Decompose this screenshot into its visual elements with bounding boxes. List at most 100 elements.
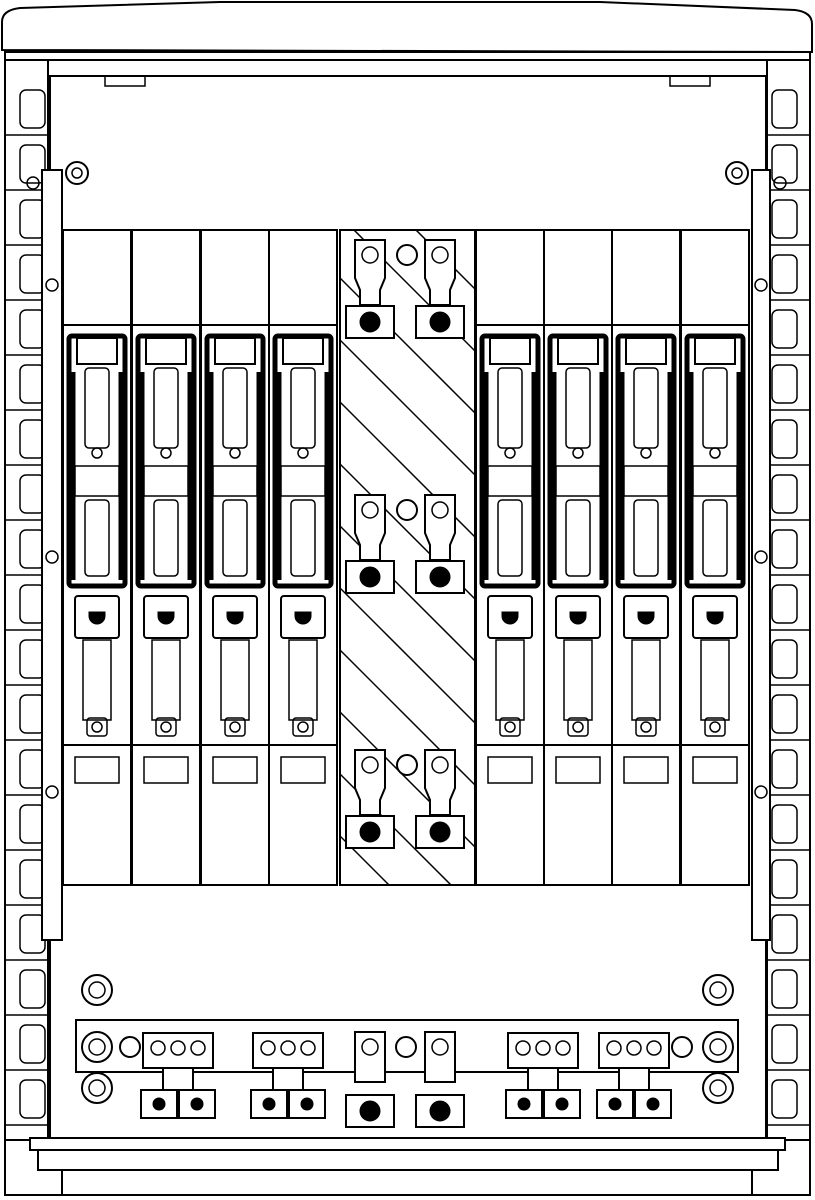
terminal-clamp bbox=[140, 1089, 178, 1119]
label-slot bbox=[692, 756, 738, 784]
side-rail bbox=[766, 59, 811, 1141]
lug-hole bbox=[361, 246, 379, 264]
screw-head bbox=[709, 981, 727, 999]
screw-head bbox=[731, 167, 743, 179]
fuse-carrier bbox=[547, 333, 609, 589]
lug-hole bbox=[361, 501, 379, 519]
clamp-screw-icon bbox=[294, 611, 312, 625]
clamp-hole bbox=[572, 721, 584, 733]
rail-notch bbox=[771, 1024, 798, 1064]
rail-notch bbox=[771, 914, 798, 954]
clamp-screw-icon bbox=[637, 611, 655, 625]
terminal-neck bbox=[527, 1067, 559, 1091]
bottom-terminal-block bbox=[250, 1032, 326, 1119]
fuse-switch-module bbox=[680, 229, 750, 886]
fuse-switch-module bbox=[543, 229, 613, 886]
mounting-bar bbox=[751, 169, 771, 941]
rail-notch bbox=[771, 859, 798, 899]
fuse-pivot bbox=[572, 447, 584, 459]
clamp-bolt bbox=[300, 1097, 314, 1111]
lug-hole bbox=[431, 756, 449, 774]
terminal-hole bbox=[555, 1040, 571, 1056]
rail-notch bbox=[771, 309, 798, 349]
clamp-hole bbox=[504, 721, 516, 733]
fuse-handle bbox=[557, 337, 599, 365]
fuse-switch-module bbox=[475, 229, 545, 886]
busbar-hole bbox=[119, 1036, 141, 1058]
rail-notch bbox=[771, 419, 798, 459]
clamp-bolt bbox=[152, 1097, 166, 1111]
clamp-bolt bbox=[359, 566, 381, 588]
busbar-screw bbox=[702, 1072, 734, 1104]
label-panel bbox=[131, 744, 201, 886]
lug-hole bbox=[431, 1038, 449, 1056]
cable-lug bbox=[354, 749, 386, 816]
fuse-handle bbox=[145, 337, 187, 365]
fuse-contact-lower bbox=[702, 499, 728, 577]
fuse-carrier bbox=[479, 333, 541, 589]
terminal-neck bbox=[162, 1067, 194, 1091]
clamp-bolt bbox=[359, 311, 381, 333]
rail-notch bbox=[19, 1024, 46, 1064]
fuse-carrier bbox=[135, 333, 197, 589]
side-rails bbox=[4, 59, 811, 1141]
rail-notch bbox=[771, 804, 798, 844]
label-panel bbox=[680, 744, 750, 886]
terminal-body bbox=[252, 1032, 324, 1069]
screw-hole bbox=[26, 176, 40, 190]
clamp-bolt bbox=[429, 311, 451, 333]
clamp-body bbox=[631, 639, 661, 721]
clamp-bolt bbox=[429, 821, 451, 843]
label-slot bbox=[487, 756, 533, 784]
bottom-terminal-block bbox=[140, 1032, 216, 1119]
bottom-terminal-block bbox=[505, 1032, 581, 1119]
hatch-line bbox=[340, 339, 475, 476]
clamp-bolt bbox=[429, 566, 451, 588]
fuse-contact-lower bbox=[84, 499, 110, 577]
fuse-switch-module bbox=[131, 229, 201, 886]
fuse-carrier bbox=[204, 333, 266, 589]
clamp-hole bbox=[640, 721, 652, 733]
busbar-hole bbox=[671, 1036, 693, 1058]
clamp-foot bbox=[155, 717, 177, 737]
clamp-body bbox=[563, 639, 593, 721]
mounting-screw bbox=[65, 161, 89, 185]
fuse-pivot bbox=[91, 447, 103, 459]
label-slot bbox=[623, 756, 669, 784]
rail-notch bbox=[19, 89, 46, 129]
lug-hole bbox=[361, 1038, 379, 1056]
screw-hole bbox=[773, 176, 787, 190]
cable-lug bbox=[424, 494, 456, 561]
clamp-body bbox=[82, 639, 112, 721]
screw-head bbox=[88, 1079, 106, 1097]
fuse-handle bbox=[214, 337, 256, 365]
terminal-hole bbox=[396, 754, 418, 776]
terminal-body bbox=[507, 1032, 579, 1069]
clamp-bolt bbox=[608, 1097, 622, 1111]
terminal-hole bbox=[170, 1040, 186, 1056]
clamp-screw-icon bbox=[88, 611, 106, 625]
cable-lug bbox=[424, 239, 456, 306]
clamp-hole bbox=[160, 721, 172, 733]
clamp-screw-icon bbox=[157, 611, 175, 625]
fuse-pivot bbox=[640, 447, 652, 459]
rail-notch bbox=[771, 89, 798, 129]
screw-hole bbox=[754, 550, 768, 564]
fuse-carrier bbox=[684, 333, 746, 589]
lug-hole bbox=[431, 501, 449, 519]
clamp-body bbox=[288, 639, 318, 721]
fuse-switch-module bbox=[268, 229, 338, 886]
rail-notch bbox=[771, 144, 798, 184]
busbar-terminal-group bbox=[345, 749, 465, 849]
terminal-hole bbox=[396, 499, 418, 521]
terminal-hole bbox=[190, 1040, 206, 1056]
label-panel bbox=[543, 744, 613, 886]
terminal-hole bbox=[280, 1040, 296, 1056]
terminal-hole bbox=[260, 1040, 276, 1056]
fuse-contact-lower bbox=[497, 499, 523, 577]
fuse-pivot bbox=[229, 447, 241, 459]
bottom-terminal-block bbox=[596, 1032, 672, 1119]
rail-notch bbox=[771, 749, 798, 789]
screw-hole bbox=[45, 550, 59, 564]
clamp-screw-icon bbox=[501, 611, 519, 625]
